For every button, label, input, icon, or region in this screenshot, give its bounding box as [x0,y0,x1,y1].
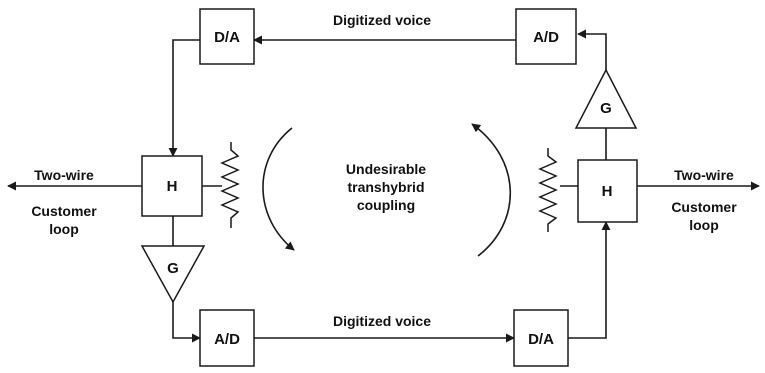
right-loop-line3: loop [689,217,719,233]
hybrid-left-block [141,155,203,217]
hybrid-left-label: H [167,178,178,195]
balancing-network-right-icon [538,148,558,232]
left-loop-line3: loop [49,221,79,237]
top-path-label: Digitized voice [333,12,431,28]
ad-bottom-label: A/D [214,331,240,348]
hybrid-right-block [577,159,638,223]
hybrid-right-label: H [602,183,613,200]
center-caption-line3: coupling [357,197,415,213]
g-left-to-ad-bottom-line [172,302,201,343]
coupling-arc-left-icon [262,127,295,251]
ad-top-label: A/D [533,29,559,46]
ad-top-block [515,8,577,65]
gain-left-label: G [167,260,179,277]
da-top-block [199,8,255,65]
coupling-arc-right-icon [471,123,512,257]
g-right-to-ad-top-line [577,29,607,70]
da-bottom-block [513,309,569,367]
da-top-label: D/A [214,29,240,46]
center-caption-line2: transhybrid [347,179,424,195]
da-bottom-label: D/A [528,331,554,348]
gain-right-amplifier-icon [574,68,638,129]
right-loop-line2: Customer [671,199,737,215]
ad-bottom-block [199,309,255,367]
da-top-to-hybrid-left-line [168,39,200,157]
right-loop-title: Two-wire [674,167,734,183]
gain-right-label: G [600,100,612,117]
left-loop-title: Two-wire [34,167,94,183]
balancing-network-left-icon [220,142,240,228]
gain-left-amplifier-icon [140,245,206,304]
center-caption-line1: Undesirable [346,161,426,177]
bottom-path-label: Digitized voice [333,313,431,329]
left-loop-line2: Customer [31,203,97,219]
da-bottom-to-hybrid-right-line [568,221,611,339]
